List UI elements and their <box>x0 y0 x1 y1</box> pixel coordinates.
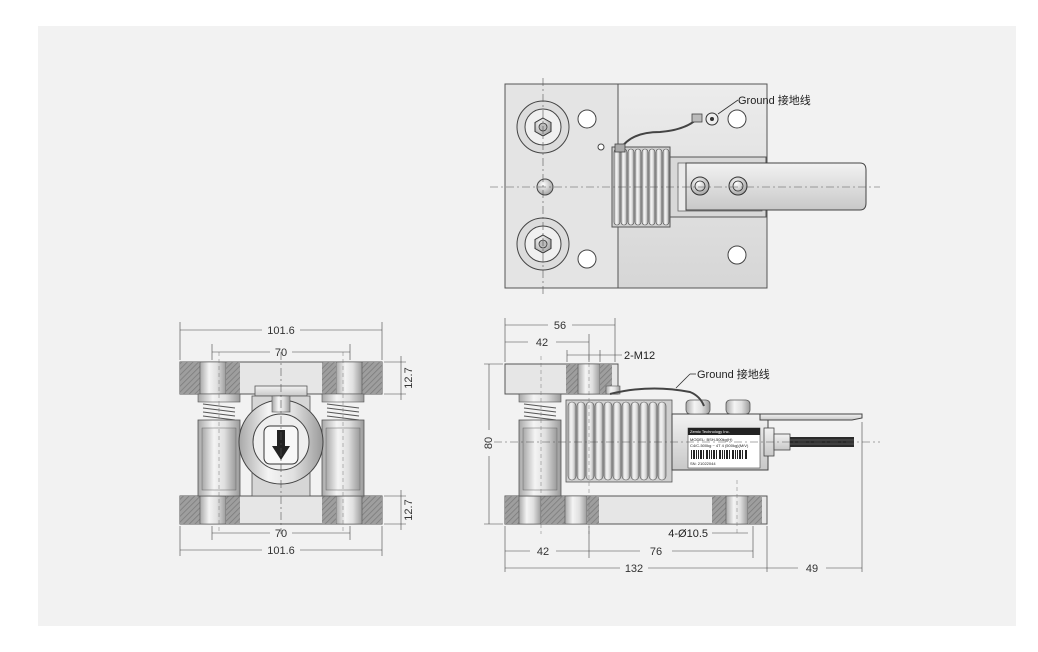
top-view: Ground 接地线 <box>490 78 880 296</box>
top-view-ground-wire <box>619 118 698 151</box>
side-view-post <box>518 393 562 497</box>
ground-label-top: Ground 接地线 <box>738 93 811 107</box>
top-view-bracket <box>685 162 867 211</box>
top-view-hole <box>727 109 747 129</box>
top-view-bracket-bolt <box>728 176 748 196</box>
front-view: 101.6 70 70 101.6 12.7 12.7 <box>179 322 415 557</box>
ground-label-side: Ground 接地线 <box>697 367 770 381</box>
dim-front-plate-bottom: 12.7 <box>403 499 415 520</box>
dim-front-pitch-bottom: 70 <box>275 528 287 540</box>
top-view-hole <box>577 109 597 129</box>
dim-side-height: 80 <box>483 437 495 449</box>
dim-side-bottom-76: 76 <box>650 546 662 558</box>
nameplate-model: MODEL: BSH-500kg(H) <box>690 437 733 442</box>
dim-side-top-42: 42 <box>536 337 548 349</box>
dim-front-overall-bottom: 101.6 <box>267 545 295 557</box>
nameplate-brand: Zemic Technology Inc. <box>690 429 730 434</box>
top-view-hole <box>727 245 747 265</box>
side-view-bracket <box>759 413 863 421</box>
side-view-ground-wire <box>609 387 705 407</box>
holes-label: 4-Ø10.5 <box>668 528 708 540</box>
top-view-bracket-bolt <box>690 176 710 196</box>
thread-label: 2-M12 <box>624 350 655 362</box>
dim-side-top-56: 56 <box>554 320 566 332</box>
dim-side-overall: 132 <box>625 563 643 575</box>
barcode-icon <box>691 450 747 459</box>
dim-front-overall-top: 101.6 <box>267 325 295 337</box>
nameplate-spec: C4/C-500kg ~ 4T 4 (500kg)(M/V) <box>690 443 749 448</box>
dim-side-bottom-42: 42 <box>537 546 549 558</box>
dim-front-plate-top: 12.7 <box>403 367 415 388</box>
nameplate-serial: SN: 21022044 <box>690 461 716 466</box>
nameplate: Zemic Technology Inc. MODEL: BSH-500kg(H… <box>687 427 761 469</box>
dim-side-extension: 49 <box>806 563 818 575</box>
side-view: Zemic Technology Inc. MODEL: BSH-500kg(H… <box>483 318 880 575</box>
top-view-hole <box>577 249 597 269</box>
dim-front-pitch-top: 70 <box>275 347 287 359</box>
side-view-bellows <box>565 399 673 483</box>
